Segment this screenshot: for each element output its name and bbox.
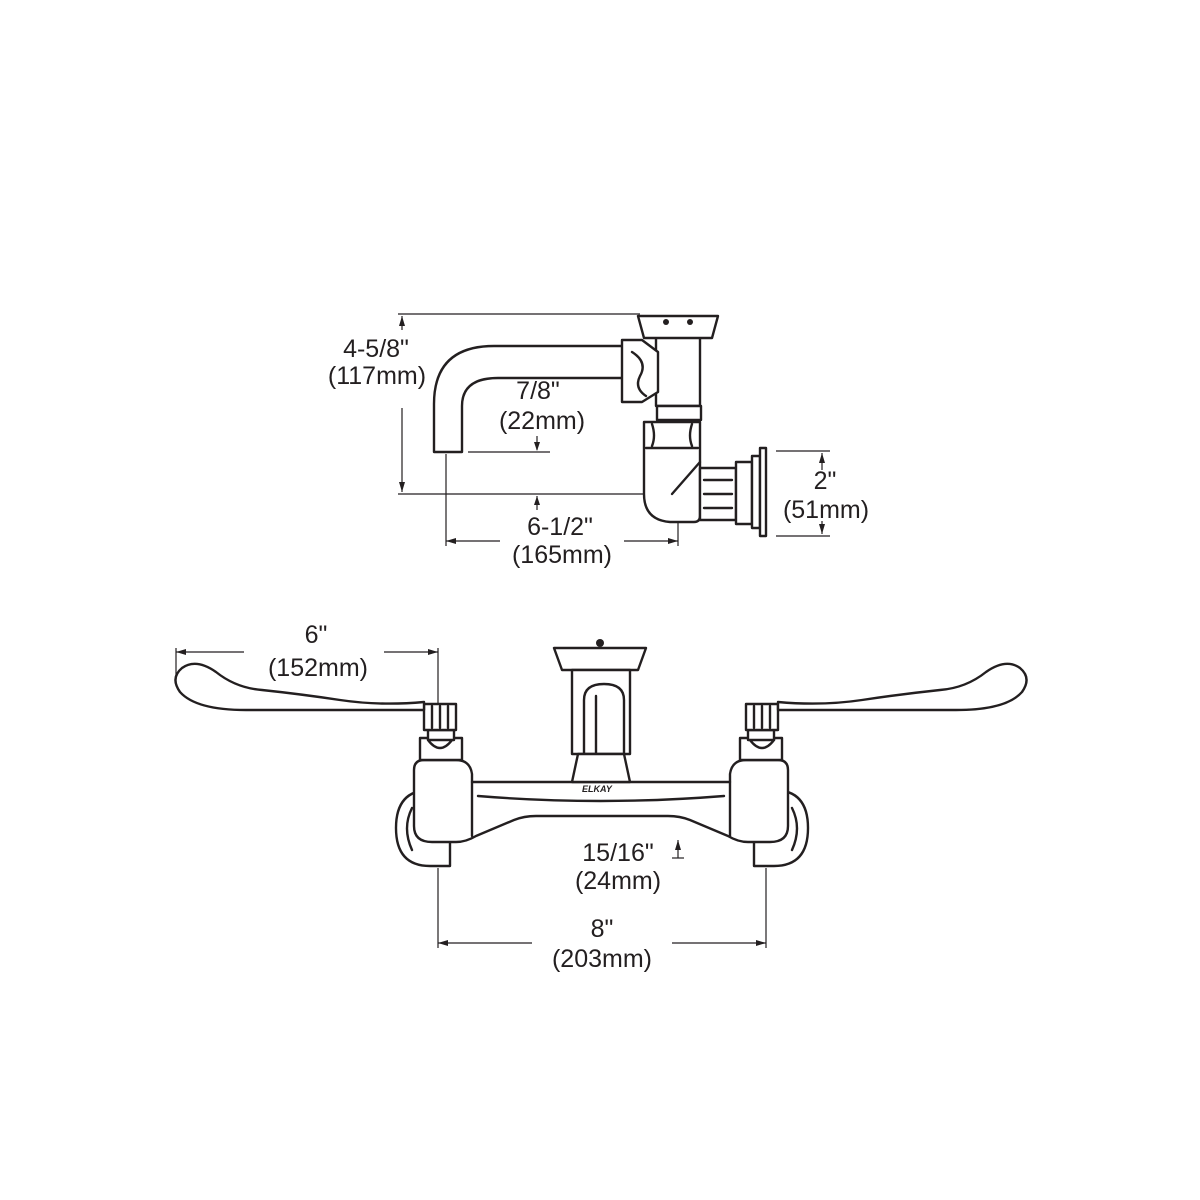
front-view: 6" (152mm) 15/16" (24mm) 8" (203mm) ELKA…	[174, 621, 1028, 973]
left-valve	[418, 702, 464, 762]
spout-reach-mm-label: (165mm)	[512, 541, 612, 569]
height-inch-label: 4-5/8"	[343, 335, 409, 363]
right-valve	[738, 702, 784, 762]
right-wrist-blade-handle	[776, 662, 1028, 712]
side-valve	[620, 314, 720, 422]
side-view: 4-5/8" (117mm) 7/8" (22mm) 6-1/2" (165mm…	[328, 313, 869, 569]
spout-drop-inch-label: 7/8"	[516, 377, 560, 405]
body-thickness-mm-label: (24mm)	[575, 867, 661, 895]
handle-length-mm-label: (152mm)	[268, 654, 368, 682]
side-elbow	[642, 420, 768, 538]
center-spout: ELKAY	[552, 639, 648, 794]
inlet-height-inch-label: 2"	[814, 467, 837, 495]
centers-inch-label: 8"	[591, 915, 614, 943]
spout-reach-inch-label: 6-1/2"	[527, 513, 593, 541]
inlet-height-mm-label: (51mm)	[783, 496, 869, 524]
left-wrist-blade-handle	[174, 662, 426, 712]
body-thickness-inch-label: 15/16"	[582, 839, 653, 867]
brand-mark: ELKAY	[582, 784, 613, 794]
side-spout-pipe	[432, 344, 628, 454]
body-contour	[476, 794, 726, 803]
height-mm-label: (117mm)	[328, 362, 426, 390]
front-view-dimension-lines	[175, 648, 767, 948]
handle-length-inch-label: 6"	[305, 621, 328, 649]
centers-mm-label: (203mm)	[552, 945, 652, 973]
spout-drop-mm-label: (22mm)	[499, 407, 585, 435]
body-edges	[470, 780, 732, 838]
